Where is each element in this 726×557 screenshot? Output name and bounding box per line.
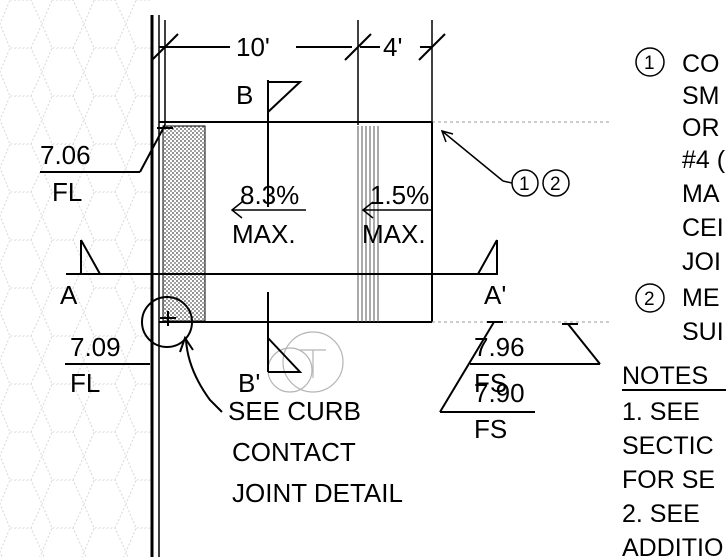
- curb-lines: [150, 15, 160, 557]
- dimension-width-left: 10': [236, 32, 270, 62]
- ramp-outline: [159, 121, 610, 323]
- callout-line-2: CONTACT: [232, 437, 356, 467]
- keynote-1-line-1: CO: [682, 50, 720, 78]
- section-cut-b: [267, 80, 303, 373]
- keynote-ref-first: 1: [519, 174, 530, 195]
- utility-circles: [267, 331, 344, 393]
- callout-line-1: SEE CURB: [228, 396, 361, 426]
- callout-leader: [179, 335, 223, 413]
- keynote-ref-second: 2: [550, 174, 561, 195]
- elevation-3-value: 7.96: [474, 332, 525, 362]
- elevation-marker-2: [65, 296, 193, 365]
- elevation-marker-3: [470, 323, 601, 365]
- keynote-1-line-7: JOI: [682, 248, 721, 276]
- section-a-right-label: A': [484, 280, 506, 310]
- keynote-1-line-2: SM: [682, 82, 720, 110]
- section-b-top-label: B: [236, 80, 253, 110]
- section-a-left-label: A: [60, 280, 78, 310]
- callout-line-3: JOINT DETAIL: [232, 478, 403, 508]
- slope-right-note: MAX.: [362, 219, 426, 249]
- keynote-2-line-2: SUI: [682, 318, 724, 346]
- elevation-3-code: FS: [474, 368, 507, 398]
- notes-line-4: 2. SEE: [622, 500, 700, 528]
- keynote-2-number: 2: [644, 289, 655, 310]
- elevation-4-code: FS: [474, 414, 507, 444]
- slope-right-value: 1.5%: [370, 180, 429, 210]
- keynote-1-line-5: MA: [682, 180, 720, 208]
- elevation-1-code: FL: [52, 177, 82, 207]
- detectable-warning-strip: [162, 125, 206, 322]
- keynote-1-line-6: CEI: [682, 214, 724, 242]
- slope-left-value: 8.3%: [240, 180, 299, 210]
- keynote-2-line-1: ME: [682, 284, 720, 312]
- dimension-width-right: 4': [383, 32, 402, 62]
- keynote-leader: [440, 129, 570, 197]
- notes-line-1: 1. SEE: [622, 398, 700, 426]
- keynote-1-line-4: #4 (: [682, 146, 726, 174]
- keynote-bubbles: [635, 47, 665, 313]
- notes-heading: NOTES: [622, 362, 708, 390]
- groove-band: [357, 126, 379, 322]
- elevation-2-value: 7.09: [70, 332, 121, 362]
- hex-hatch-area: [0, 0, 150, 557]
- slope-arrows: [230, 201, 432, 219]
- elevation-1-value: 7.06: [40, 140, 91, 170]
- notes-line-3: FOR SE: [622, 466, 715, 494]
- section-b-bottom-label: B': [238, 368, 260, 398]
- elevation-2-code: FL: [70, 368, 100, 398]
- dimension-line: [151, 20, 446, 125]
- elevation-4-value: 7.90: [474, 378, 525, 408]
- notes-line-2: SECTIC: [622, 432, 714, 460]
- elevation-marker-4: [439, 321, 535, 413]
- elevation-marker-1: [40, 124, 173, 173]
- notes-line-5: ADDITIO: [622, 534, 723, 557]
- keynote-1-line-3: OR: [682, 114, 720, 142]
- slope-left-note: MAX.: [232, 219, 296, 249]
- keynote-1-number: 1: [644, 53, 655, 74]
- section-cut-a: [66, 239, 498, 275]
